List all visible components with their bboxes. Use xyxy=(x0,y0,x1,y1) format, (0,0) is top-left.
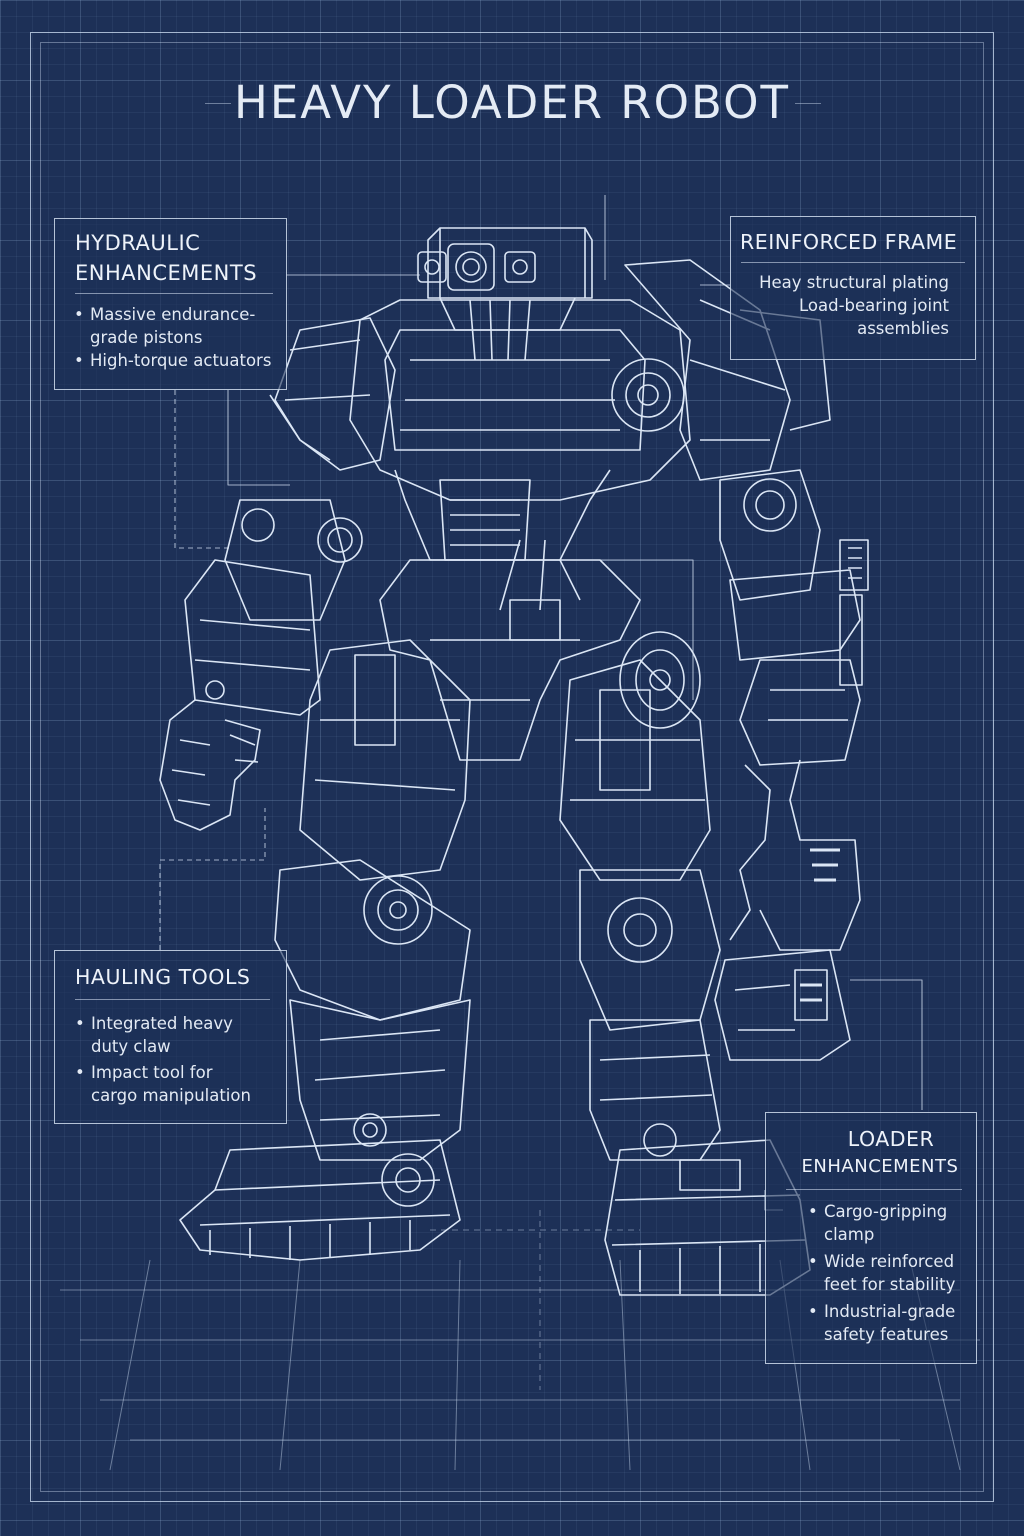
loader-item-1: Cargo-gripping clamp xyxy=(808,1200,976,1246)
robot-left-arm xyxy=(159,317,396,831)
title-rule-left xyxy=(205,103,231,104)
hydraulic-item-1-line1: Massive endurance- xyxy=(90,305,256,324)
loader-heading-line1: LOADER xyxy=(847,1127,935,1151)
hydraulic-heading-line1: HYDRAULIC xyxy=(75,231,201,255)
robot-right-leg xyxy=(559,659,811,1296)
hauling-item-2: Impact tool for cargo manipulation xyxy=(75,1061,286,1107)
robot-head xyxy=(417,227,593,361)
floor-grid xyxy=(60,1210,980,1471)
robot-right-arm xyxy=(624,259,869,1061)
loader-item-2-line1: Wide reinforced xyxy=(824,1252,955,1271)
inner-frame xyxy=(40,42,984,1492)
robot-torso xyxy=(349,299,691,561)
hauling-item-1-line1: Integrated heavy xyxy=(91,1014,233,1033)
loader-item-1-line1: Cargo-gripping xyxy=(824,1202,948,1221)
frame-line-2: Load-bearing joint xyxy=(798,296,949,315)
loader-item-1-line2: clamp xyxy=(824,1225,875,1244)
callout-reinforced-frame: REINFORCED FRAME Heay structural plating… xyxy=(730,216,976,360)
frame-heading-rule xyxy=(741,262,965,263)
loader-item-2: Wide reinforced feet for stability xyxy=(808,1250,976,1296)
hydraulic-item-1: Massive endurance-grade pistons xyxy=(74,303,286,349)
callout-loader-enhancements: LOADER ENHANCEMENTS Cargo-grippingclamp … xyxy=(765,1112,977,1364)
frame-line-3: assemblies xyxy=(857,319,949,338)
outer-frame xyxy=(30,32,994,1502)
hydraulic-heading-rule xyxy=(75,293,273,294)
frame-heading: REINFORCED FRAME xyxy=(740,230,958,254)
loader-heading-line2: ENHANCEMENTS xyxy=(801,1156,959,1177)
hauling-item-1-line2: duty claw xyxy=(91,1037,171,1056)
hydraulic-item-2-line1: High-torque actuators xyxy=(90,351,272,370)
hauling-item-2-line1: Impact tool for xyxy=(91,1063,213,1082)
hauling-heading-rule xyxy=(75,999,270,1000)
title-rule-right xyxy=(795,103,821,104)
hauling-item-2-line2: cargo manipulation xyxy=(91,1086,251,1105)
hauling-heading: HAULING TOOLS xyxy=(75,965,251,989)
callout-hydraulic-enhancements: HYDRAULIC ENHANCEMENTS Massive endurance… xyxy=(54,218,287,390)
loader-item-2-line2: feet for stability xyxy=(824,1275,956,1294)
hydraulic-item-2: High-torque actuators xyxy=(74,349,286,372)
hauling-item-1: Integrated heavy duty claw xyxy=(75,1012,286,1058)
loader-item-3-line1: Industrial-grade xyxy=(824,1302,956,1321)
loader-heading-rule xyxy=(786,1189,962,1190)
robot-pelvis xyxy=(379,539,701,761)
hydraulic-item-1-line2: grade pistons xyxy=(90,328,203,347)
hydraulic-heading-line2: ENHANCEMENTS xyxy=(75,261,258,285)
page-title: HEAVY LOADER ROBOT xyxy=(234,76,790,129)
robot-left-leg xyxy=(179,639,471,1261)
frame-line-1: Heay structural plating xyxy=(759,273,949,292)
loader-item-3: Industrial-grade safety features xyxy=(808,1300,976,1346)
loader-item-3-line2: safety features xyxy=(824,1325,949,1344)
